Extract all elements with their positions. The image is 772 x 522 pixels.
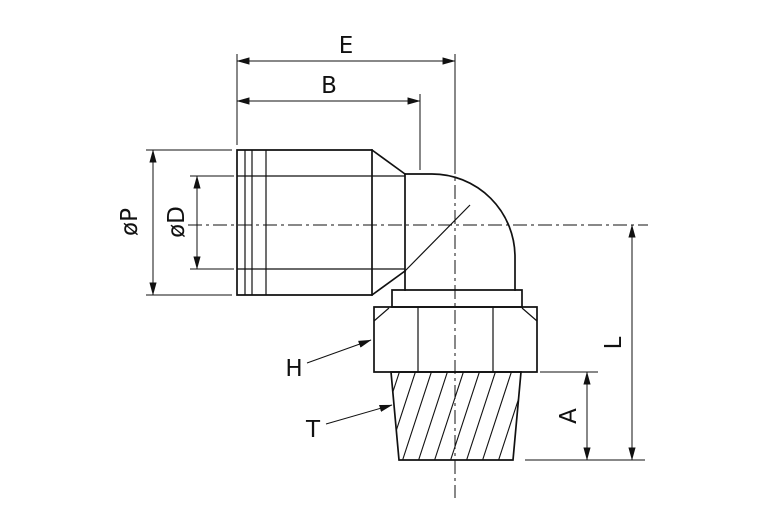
dimension-labels: E B øP øD H T A L [117, 33, 627, 443]
collet-body [236, 149, 373, 296]
dim-label-d: øD [164, 206, 190, 238]
hex-nut [373, 306, 538, 373]
dimension-lines [146, 54, 645, 461]
dim-label-t: T [305, 417, 321, 443]
elbow-miter-line [404, 204, 471, 272]
dim-label-b: B [321, 73, 337, 99]
dim-P-extensions [146, 149, 232, 296]
dim-label-e: E [339, 33, 354, 59]
elbow-block [404, 173, 516, 291]
dim-label-p: øP [117, 208, 143, 236]
dim-label-l: L [601, 336, 627, 349]
taper-edges [370, 148, 407, 297]
release-ring-lines [244, 150, 267, 295]
tube-bore-lines [237, 175, 405, 270]
dim-label-h: H [285, 356, 302, 382]
h-leader-arrow [306, 339, 372, 364]
centerlines [188, 160, 648, 498]
hex-face-lines [373, 307, 538, 372]
part-outline [236, 148, 538, 461]
dim-label-a: A [556, 408, 582, 424]
dim-E-extensions [236, 54, 456, 170]
collar [391, 289, 523, 308]
t-leader-arrow [325, 404, 393, 425]
